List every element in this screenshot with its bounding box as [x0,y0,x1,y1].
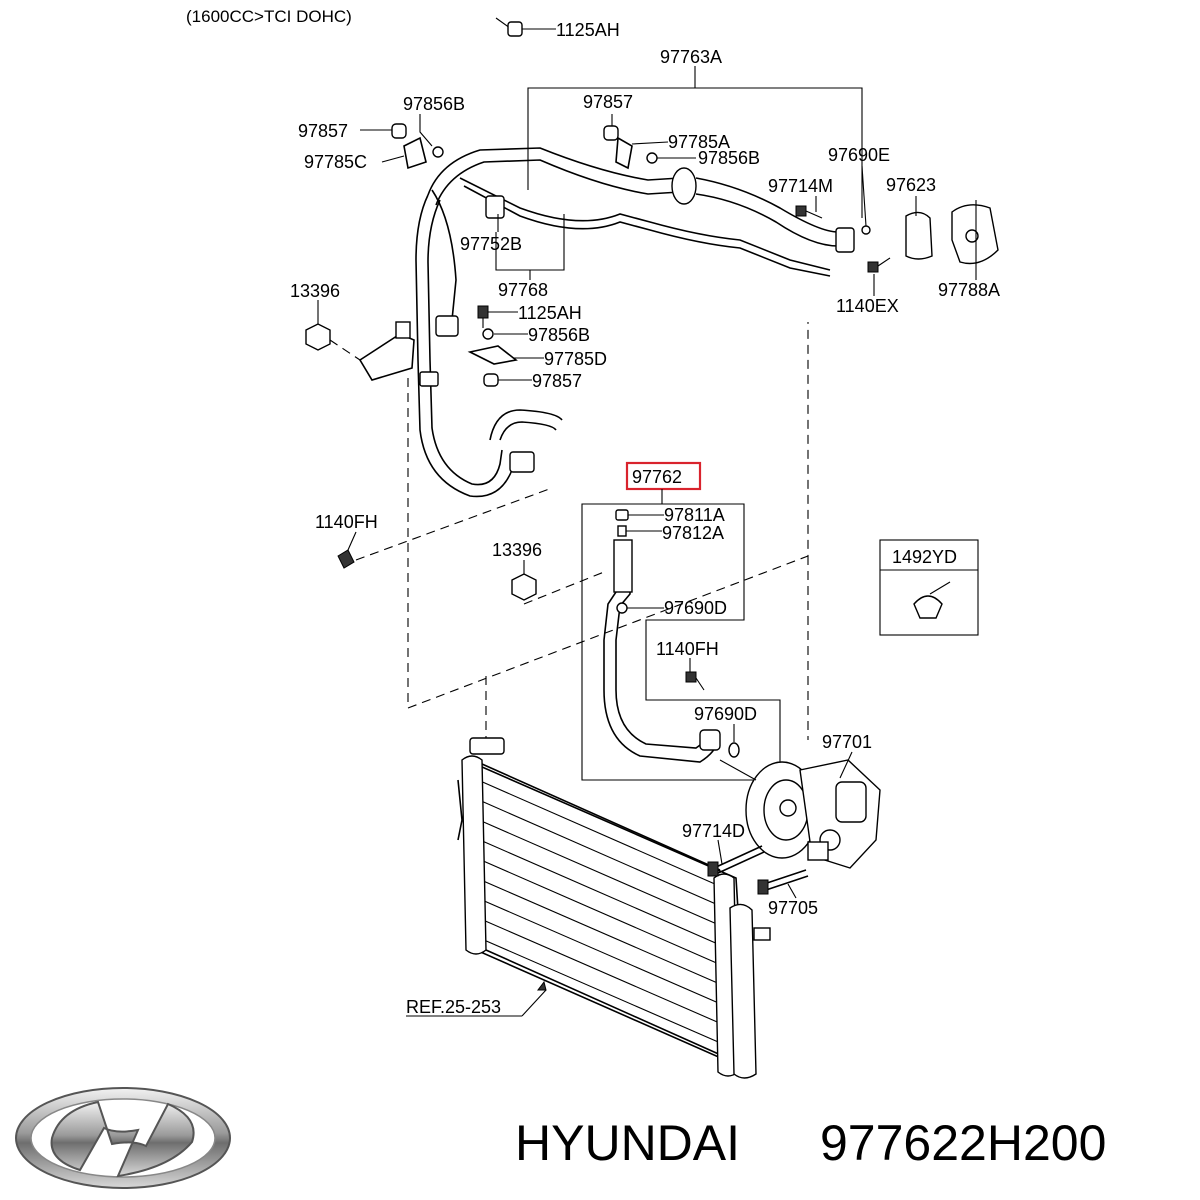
callout-97752b: 97752B [460,234,522,254]
callout-97714m: 97714M [768,176,833,196]
callout-labels: 1125AH 97763A 97856B 97857 97785C 97857 … [290,20,1000,1017]
hose-assembly-97763a [358,66,863,498]
callout-97785c: 97785C [304,152,367,172]
callout-97690e: 97690E [828,145,890,165]
callout-97856b-left: 97856B [403,94,465,114]
bolt-97714d [707,839,765,877]
engine-note: (1600CC>TCI DOHC) [186,7,352,26]
callout-97857-low: 97857 [532,371,582,391]
callout-97714d: 97714D [682,821,745,841]
callout-97762: 97762 [632,467,682,487]
compressor [719,751,881,869]
leader-lines [317,28,977,574]
callout-97623: 97623 [886,175,936,195]
condenser [457,737,771,1079]
callout-97788a: 97788A [938,280,1000,300]
callout-97785a: 97785A [668,132,730,152]
callout-1140fh-left: 1140FH [315,512,378,532]
bolt-97705 [757,869,809,899]
callout-13396-top: 13396 [290,281,340,301]
callout-97785d: 97785D [544,349,607,369]
callout-1140ex: 1140EX [836,296,899,316]
callout-13396-low: 13396 [492,540,542,560]
pipe-group-97762 [581,461,781,781]
callout-97857-left: 97857 [298,121,348,141]
callout-1125ah-mid: 1125AH [518,303,582,323]
callout-1140fh-box: 1140FH [656,639,719,659]
callout-97701: 97701 [822,732,872,752]
callout-97690d-low: 97690D [694,704,757,724]
callout-97768: 97768 [498,280,548,300]
part-number: 977622H200 [820,1115,1106,1171]
callout-1492yd: 1492YD [892,547,957,567]
callout-97857-mid: 97857 [583,92,633,112]
dashed-connections [355,322,809,740]
hyundai-logo-icon [15,1087,231,1189]
clip-box-1492yd [879,539,979,636]
callout-97812a: 97812A [662,523,724,543]
callout-97856b-mid: 97856B [698,148,760,168]
hardware-parts [305,17,999,601]
callout-97763a: 97763A [660,47,722,67]
callout-97690d-top: 97690D [664,598,727,618]
part-number-highlight [625,461,702,491]
callout-ref: REF.25-253 [406,997,501,1017]
callout-97811a: 97811A [664,505,725,525]
callout-97705: 97705 [768,898,818,918]
brand-name: HYUNDAI [515,1115,740,1171]
callout-97856b-low: 97856B [528,325,590,345]
callout-1125ah-top: 1125AH [556,20,620,40]
